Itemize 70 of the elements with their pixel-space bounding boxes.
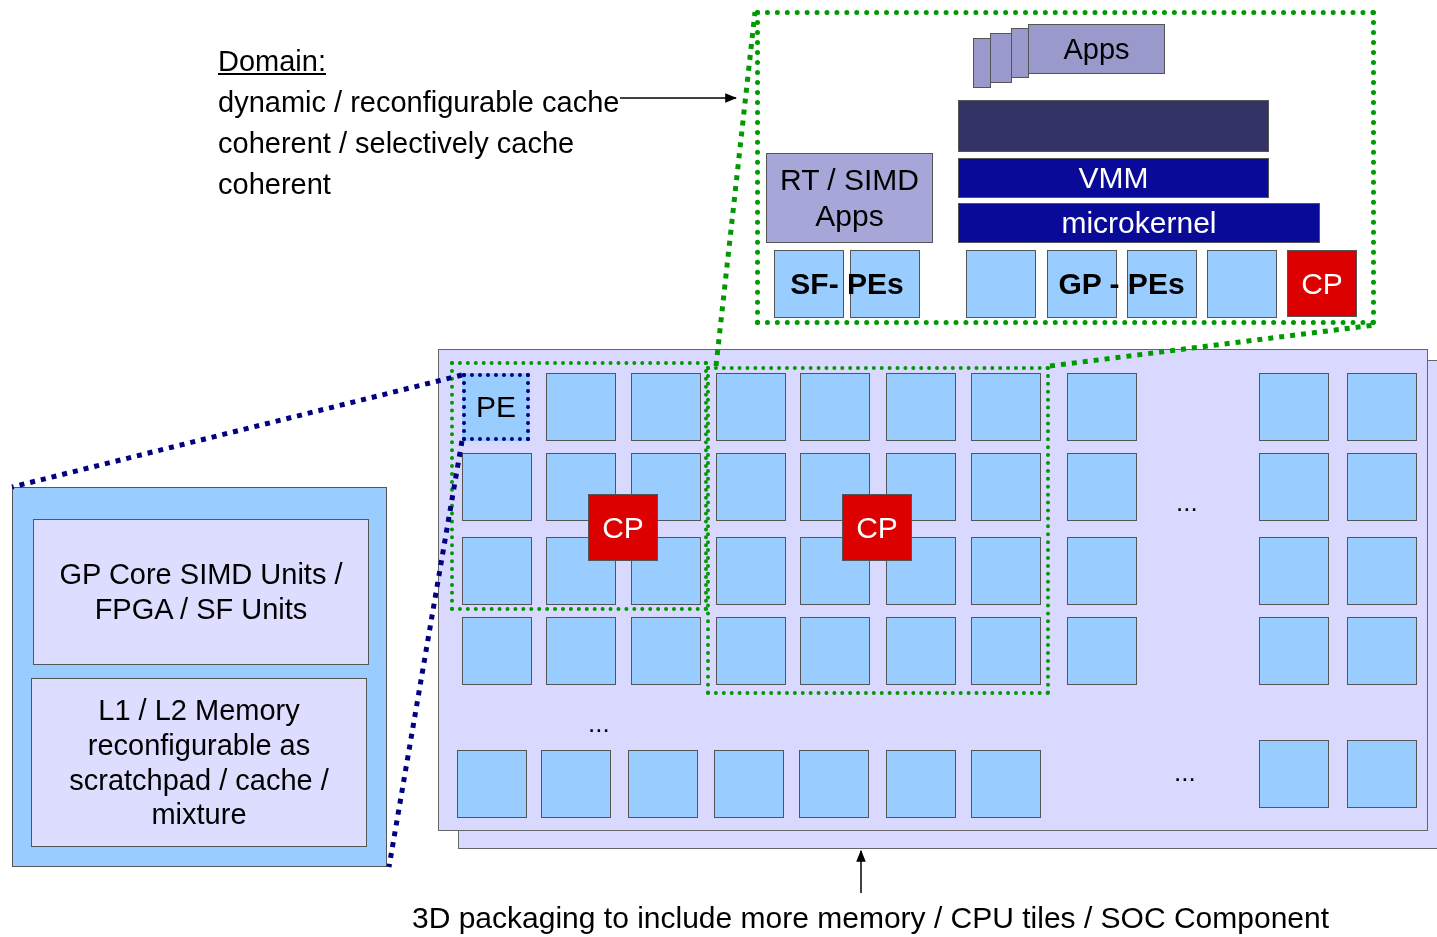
pe-tile bbox=[628, 750, 698, 818]
stacked-card bbox=[1011, 28, 1029, 78]
pe-tile bbox=[1259, 617, 1329, 685]
pe-tile bbox=[1067, 537, 1137, 605]
cluster-outline bbox=[450, 361, 708, 611]
pe-tile bbox=[800, 373, 870, 441]
ellipsis-text: ... bbox=[1176, 487, 1198, 518]
app-card: Apps bbox=[1028, 24, 1165, 74]
pe-tile bbox=[716, 453, 786, 521]
pe-tile bbox=[1067, 453, 1137, 521]
projection-line bbox=[713, 11, 758, 367]
stacked-card bbox=[973, 38, 991, 88]
cp-tile: CP bbox=[1287, 250, 1357, 317]
pe-tile bbox=[546, 617, 616, 685]
software-layer-bar: microkernel bbox=[958, 203, 1320, 243]
pe-tile-group bbox=[966, 250, 1277, 318]
chip-board bbox=[438, 349, 1428, 831]
pe-tile bbox=[1259, 453, 1329, 521]
pe-tile bbox=[1347, 537, 1417, 605]
pe-tile bbox=[631, 373, 701, 441]
pe-tile bbox=[716, 373, 786, 441]
projection-line bbox=[386, 440, 465, 868]
pe-tile bbox=[541, 750, 611, 818]
ellipsis-text: ... bbox=[588, 708, 610, 739]
arrow bbox=[619, 93, 738, 103]
pe-tile bbox=[1067, 617, 1137, 685]
pe-tile bbox=[1347, 617, 1417, 685]
pe-tile bbox=[1347, 740, 1417, 808]
zoom-panel bbox=[755, 10, 1376, 325]
pe-tile bbox=[971, 373, 1041, 441]
ellipsis-text: ... bbox=[1174, 757, 1196, 788]
pe-tile bbox=[716, 617, 786, 685]
pe-tile bbox=[457, 750, 527, 818]
stacked-card bbox=[990, 33, 1012, 83]
heading-text: Domain: bbox=[218, 44, 326, 79]
software-layer-bar: VMM bbox=[958, 158, 1269, 198]
pe-tile bbox=[716, 537, 786, 605]
pe-tile bbox=[1347, 453, 1417, 521]
pe-tile bbox=[462, 617, 532, 685]
arrow bbox=[856, 849, 866, 894]
cluster-outline bbox=[706, 366, 1050, 695]
pe-tile bbox=[1347, 373, 1417, 441]
pe-tile bbox=[800, 617, 870, 685]
pe-tile bbox=[799, 750, 869, 818]
pe-tile bbox=[971, 537, 1041, 605]
pe-tile bbox=[971, 750, 1041, 818]
pe-tile: PE bbox=[462, 373, 530, 441]
pe-tile bbox=[886, 373, 956, 441]
caption-text: 3D packaging to include more memory / CPU tiles / SOC Component bbox=[412, 896, 1437, 937]
cp-tile: CP bbox=[842, 494, 912, 561]
pe-tile bbox=[462, 537, 532, 605]
pe-tile bbox=[714, 750, 784, 818]
pe-tile bbox=[1067, 373, 1137, 441]
pe-tile bbox=[886, 750, 956, 818]
pe-tile bbox=[462, 453, 532, 521]
body-text: dynamic / reconfigurable cache coherent / selectively cache coherent bbox=[218, 85, 621, 202]
pe-tile bbox=[886, 617, 956, 685]
pe-tile bbox=[546, 373, 616, 441]
pe-tile bbox=[1259, 373, 1329, 441]
pe-tile bbox=[1259, 537, 1329, 605]
pe-tile bbox=[1259, 740, 1329, 808]
pe-tile bbox=[971, 617, 1041, 685]
core-description-box: GP Core SIMD Units / FPGA / SF Units bbox=[33, 519, 369, 665]
apps-box: RT / SIMD Apps bbox=[766, 153, 933, 243]
software-layer-bar bbox=[958, 100, 1269, 152]
pe-tile bbox=[971, 453, 1041, 521]
memory-description-box: L1 / L2 Memory reconfigurable as scratchpad / cache / mixture bbox=[31, 678, 367, 847]
pe-tile bbox=[631, 617, 701, 685]
cp-tile: CP bbox=[588, 494, 658, 561]
tile-detail-panel bbox=[12, 487, 387, 867]
